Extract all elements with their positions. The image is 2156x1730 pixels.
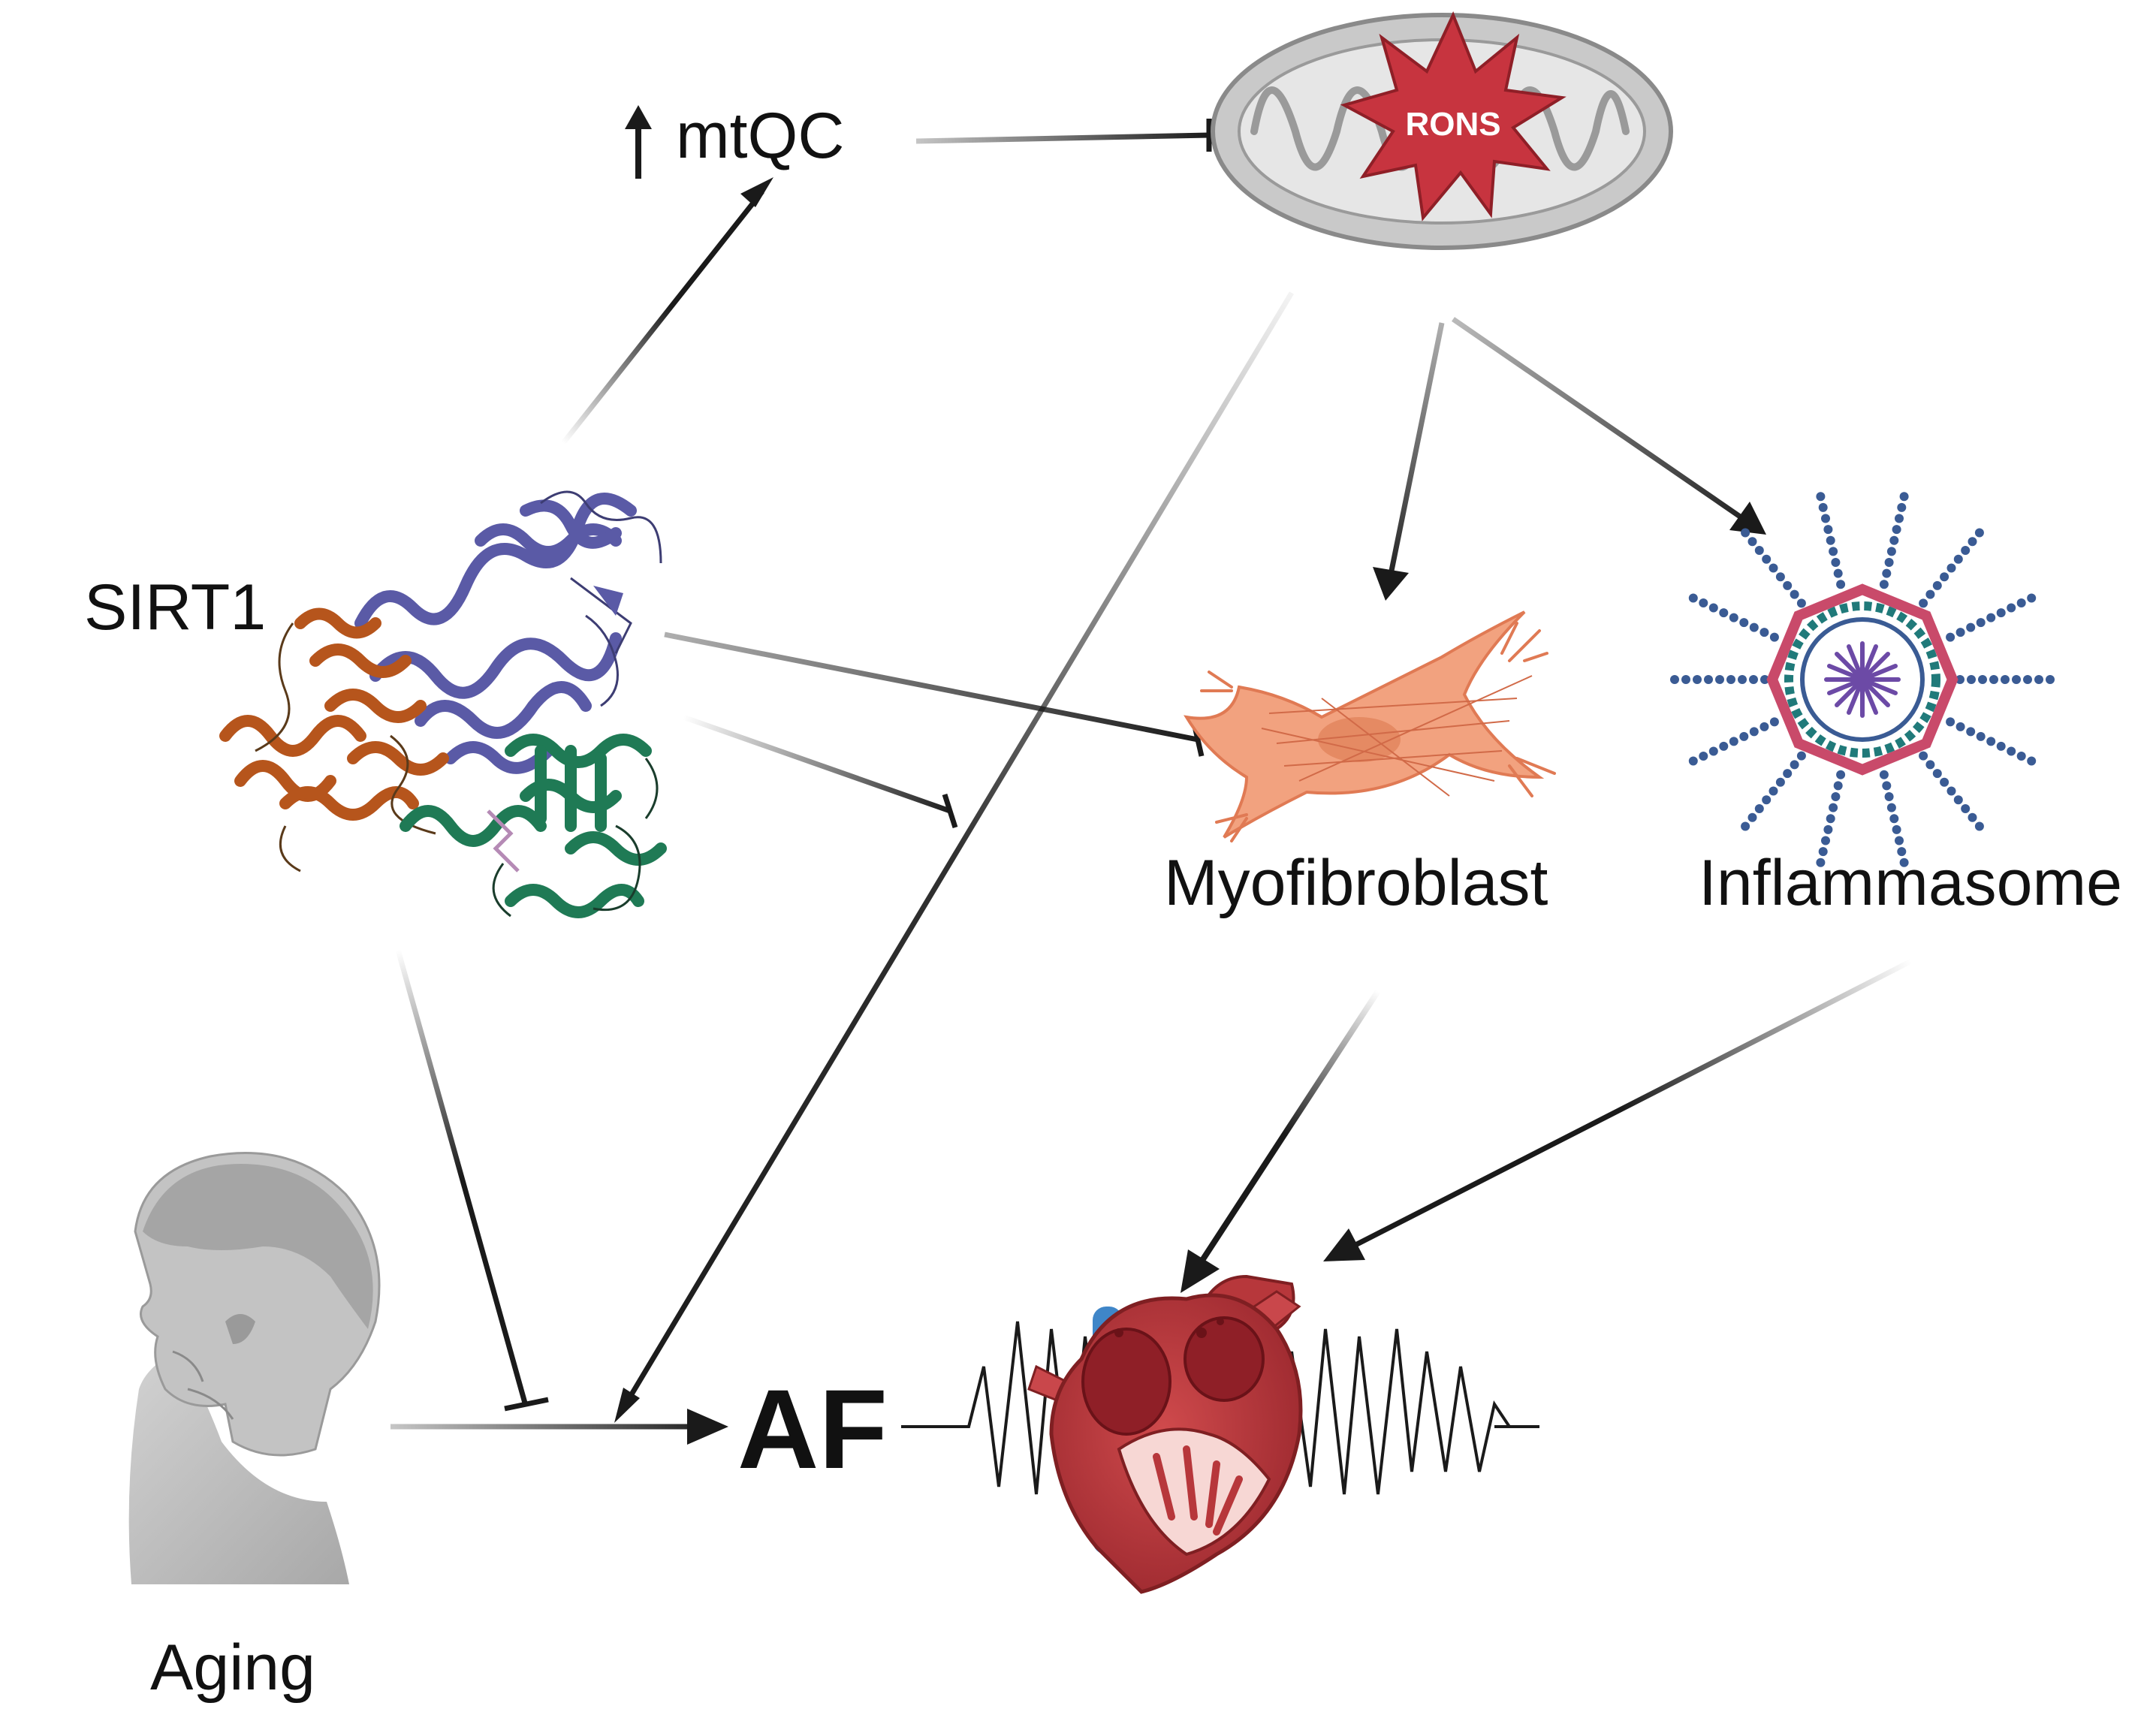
inhibit-sirt1-to-mitochondrial-pathway: [682, 714, 958, 829]
inflammasome-spoke: [1946, 717, 2037, 766]
inflammasome-spoke: [1816, 770, 1846, 867]
arrow-mitochondrion-to-af: [614, 291, 1295, 1423]
inflammasome-node: Inflammasome: [1670, 492, 2122, 919]
heart-icon: [1027, 1274, 1303, 1594]
inflammasome-spoke: [1688, 717, 1779, 766]
inflammasome-icon: [1670, 492, 2055, 867]
myofibroblast-icon: [1184, 610, 1556, 842]
af-label: AF: [737, 1366, 888, 1492]
arrow-inflammasome-to-heart: [1323, 958, 1913, 1261]
sirt1-protein-icon: [219, 490, 667, 918]
aging-person-icon: [128, 1152, 381, 1584]
heart-ecg-node: [901, 1274, 1539, 1594]
arrow-aging-to-af: [390, 1409, 728, 1445]
sirt1-label: SIRT1: [84, 571, 266, 643]
mitochondrion-icon: RONS: [1211, 11, 1673, 250]
inflammasome-spoke: [1919, 528, 1984, 608]
arrow-myofibroblast-to-heart: [1181, 989, 1381, 1293]
inflammasome-spoke: [1741, 528, 1806, 608]
inflammasome-spoke: [1879, 770, 1909, 867]
mtqc-node: mtQC: [625, 100, 845, 179]
myofibroblast-label: Myofibroblast: [1164, 847, 1548, 919]
inflammasome-spoke: [1955, 675, 2055, 684]
mtqc-label: mtQC: [676, 100, 845, 172]
inflammasome-spoke: [1946, 593, 2037, 642]
arrows-layer: [390, 119, 1913, 1445]
inhibit-mtqc-to-mitochondrion: [915, 119, 1212, 152]
inflammasome-spoke: [1879, 492, 1909, 589]
rons-label: RONS: [1405, 106, 1500, 143]
aging-label: Aging: [150, 1632, 315, 1704]
inflammasome-spoke: [1688, 593, 1779, 642]
inflammasome-spokes: [1670, 492, 2055, 867]
inflammasome-spoke: [1919, 751, 1984, 831]
aging-node: Aging: [128, 1152, 381, 1704]
rons-star-icon: RONS: [1340, 11, 1566, 222]
arrow-sirt1-to-mtqc: [561, 177, 773, 445]
inflammasome-label: Inflammasome: [1699, 847, 2122, 919]
sirt1-node: SIRT1: [84, 490, 667, 918]
inflammasome-spoke: [1741, 751, 1806, 831]
inflammasome-spoke: [1816, 492, 1846, 589]
up-arrow-icon: [625, 105, 652, 179]
arrow-mitochondrion-to-myofibroblast: [1373, 322, 1445, 601]
inflammasome-spoke: [1670, 675, 1769, 684]
arrow-mitochondrion-to-inflammasome: [1452, 317, 1766, 535]
myofibroblast-node: Myofibroblast: [1164, 610, 1556, 919]
inhibit-sirt1-to-aging-af: [395, 949, 549, 1412]
